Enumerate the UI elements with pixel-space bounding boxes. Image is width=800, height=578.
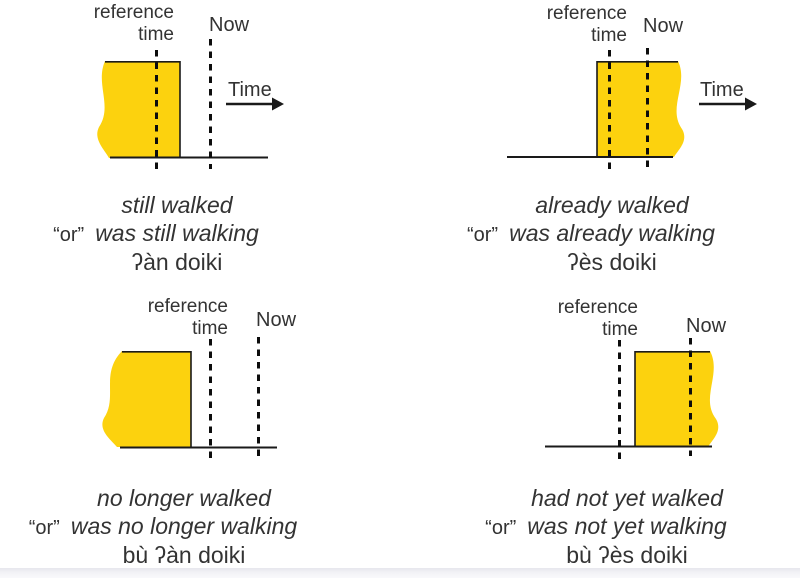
- reference-time-label: reference time: [148, 296, 228, 340]
- caption-already-walked: already walked “or” was already walking ʔ…: [467, 192, 715, 276]
- caption-native: bù ʔàn doiki: [122, 542, 246, 568]
- caption-alternate-phrase: was already walking: [509, 220, 715, 246]
- caption-english: already walked: [535, 192, 689, 218]
- now-label: Now: [256, 309, 297, 331]
- caption-alternate-phrase: was still walking: [95, 220, 259, 246]
- reference-label-line1: reference: [93, 2, 174, 23]
- panel-no-longer-walked: reference time Now no longer walked “or”…: [0, 289, 400, 578]
- event-block: [635, 351, 719, 447]
- now-label: Now: [686, 315, 727, 337]
- event-block-outline: [634, 351, 710, 447]
- timeline-diagram-already: [507, 48, 757, 174]
- caption-still-walked: still walked “or” was still walking ʔàn d…: [53, 192, 259, 276]
- reference-time-label: reference time: [94, 2, 174, 46]
- caption-or: “or”: [485, 517, 517, 539]
- now-label: Now: [643, 15, 684, 37]
- time-arrow-head: [745, 97, 757, 111]
- event-block-outline: [596, 61, 678, 157]
- reference-time-label: reference time: [547, 3, 627, 47]
- caption-or: “or”: [53, 224, 85, 246]
- event-block-outline: [122, 351, 192, 447]
- panel-still-walked: reference time Now Time still walked “or…: [0, 0, 400, 289]
- time-axis-label: Time: [700, 79, 744, 101]
- event-block: [102, 351, 191, 447]
- reference-label-line2: time: [602, 319, 638, 340]
- reference-label-line2: time: [591, 25, 627, 46]
- panel-not-yet-walked: reference time Now had not yet walked “o…: [400, 289, 800, 578]
- caption-alternate-phrase: was no longer walking: [70, 513, 298, 539]
- bottom-gradient-strip: [0, 568, 800, 578]
- caption-alternate: “or” was no longer walking: [29, 513, 298, 540]
- event-block: [97, 61, 180, 158]
- panel-already-walked: reference time Now Time already walked “…: [400, 0, 800, 289]
- reference-label-line1: reference: [147, 296, 228, 317]
- caption-english: still walked: [121, 192, 233, 218]
- caption-english: no longer walked: [97, 485, 271, 511]
- reference-label-line1: reference: [557, 297, 638, 318]
- timeline-diagram-still: [97, 39, 284, 174]
- event-block: [597, 61, 685, 157]
- time-axis-label: Time: [228, 79, 272, 101]
- caption-or: “or”: [466, 224, 499, 246]
- caption-english: had not yet walked: [531, 485, 723, 511]
- caption-native: ʔàn doiki: [131, 249, 223, 275]
- caption-or: “or”: [28, 517, 60, 539]
- reference-time-label: reference time: [558, 297, 638, 341]
- caption-alternate: “or” was still walking: [53, 220, 259, 247]
- caption-alternate: “or” was already walking: [467, 220, 715, 247]
- reference-label-line2: time: [138, 24, 174, 45]
- caption-native: bù ʔès doiki: [566, 542, 688, 568]
- caption-alternate: “or” was not yet walking: [485, 513, 727, 540]
- timeline-diagram-not-yet: [545, 338, 719, 463]
- timeline-diagram-no-longer: [102, 337, 277, 464]
- reference-label-line2: time: [192, 318, 228, 339]
- now-label: Now: [209, 14, 250, 36]
- time-arrow-head: [272, 97, 284, 111]
- caption-not-yet-walked: had not yet walked “or” was not yet walki…: [485, 485, 727, 569]
- event-block-outline: [105, 61, 181, 158]
- caption-alternate-phrase: was not yet walking: [527, 513, 727, 539]
- caption-no-longer-walked: no longer walked “or” was no longer walki…: [29, 485, 298, 569]
- reference-label-line1: reference: [546, 3, 627, 24]
- caption-native: ʔès doiki: [567, 249, 657, 275]
